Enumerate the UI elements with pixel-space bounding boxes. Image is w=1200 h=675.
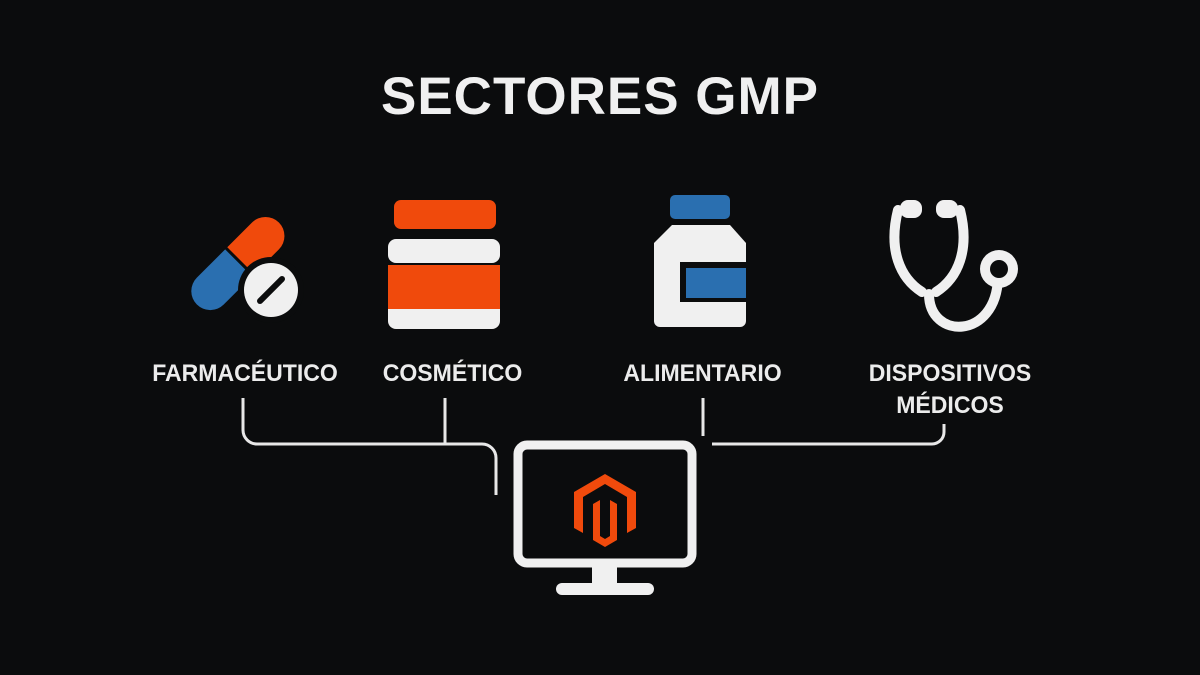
sector-label-farmaceutico: FARMACÉUTICO — [152, 360, 338, 387]
supplement-bottle-icon — [654, 195, 746, 327]
sector-label-line1: DISPOSITIVOS — [868, 360, 1032, 387]
sector-label-alimentario: ALIMENTARIO — [623, 360, 782, 387]
magento-logo-icon — [574, 474, 636, 547]
stethoscope-icon — [889, 200, 1018, 332]
cosmetic-jar-icon — [388, 200, 500, 329]
monitor-icon — [513, 440, 697, 595]
sector-label-line2: MÉDICOS — [896, 392, 1004, 419]
pill-capsule-icon — [191, 216, 304, 323]
sector-label-cosmetico: COSMÉTICO — [382, 360, 523, 387]
sector-label-dispositivos: DISPOSITIVOS MÉDICOS — [844, 358, 1055, 422]
page-title: SECTORES GMP — [380, 67, 820, 126]
